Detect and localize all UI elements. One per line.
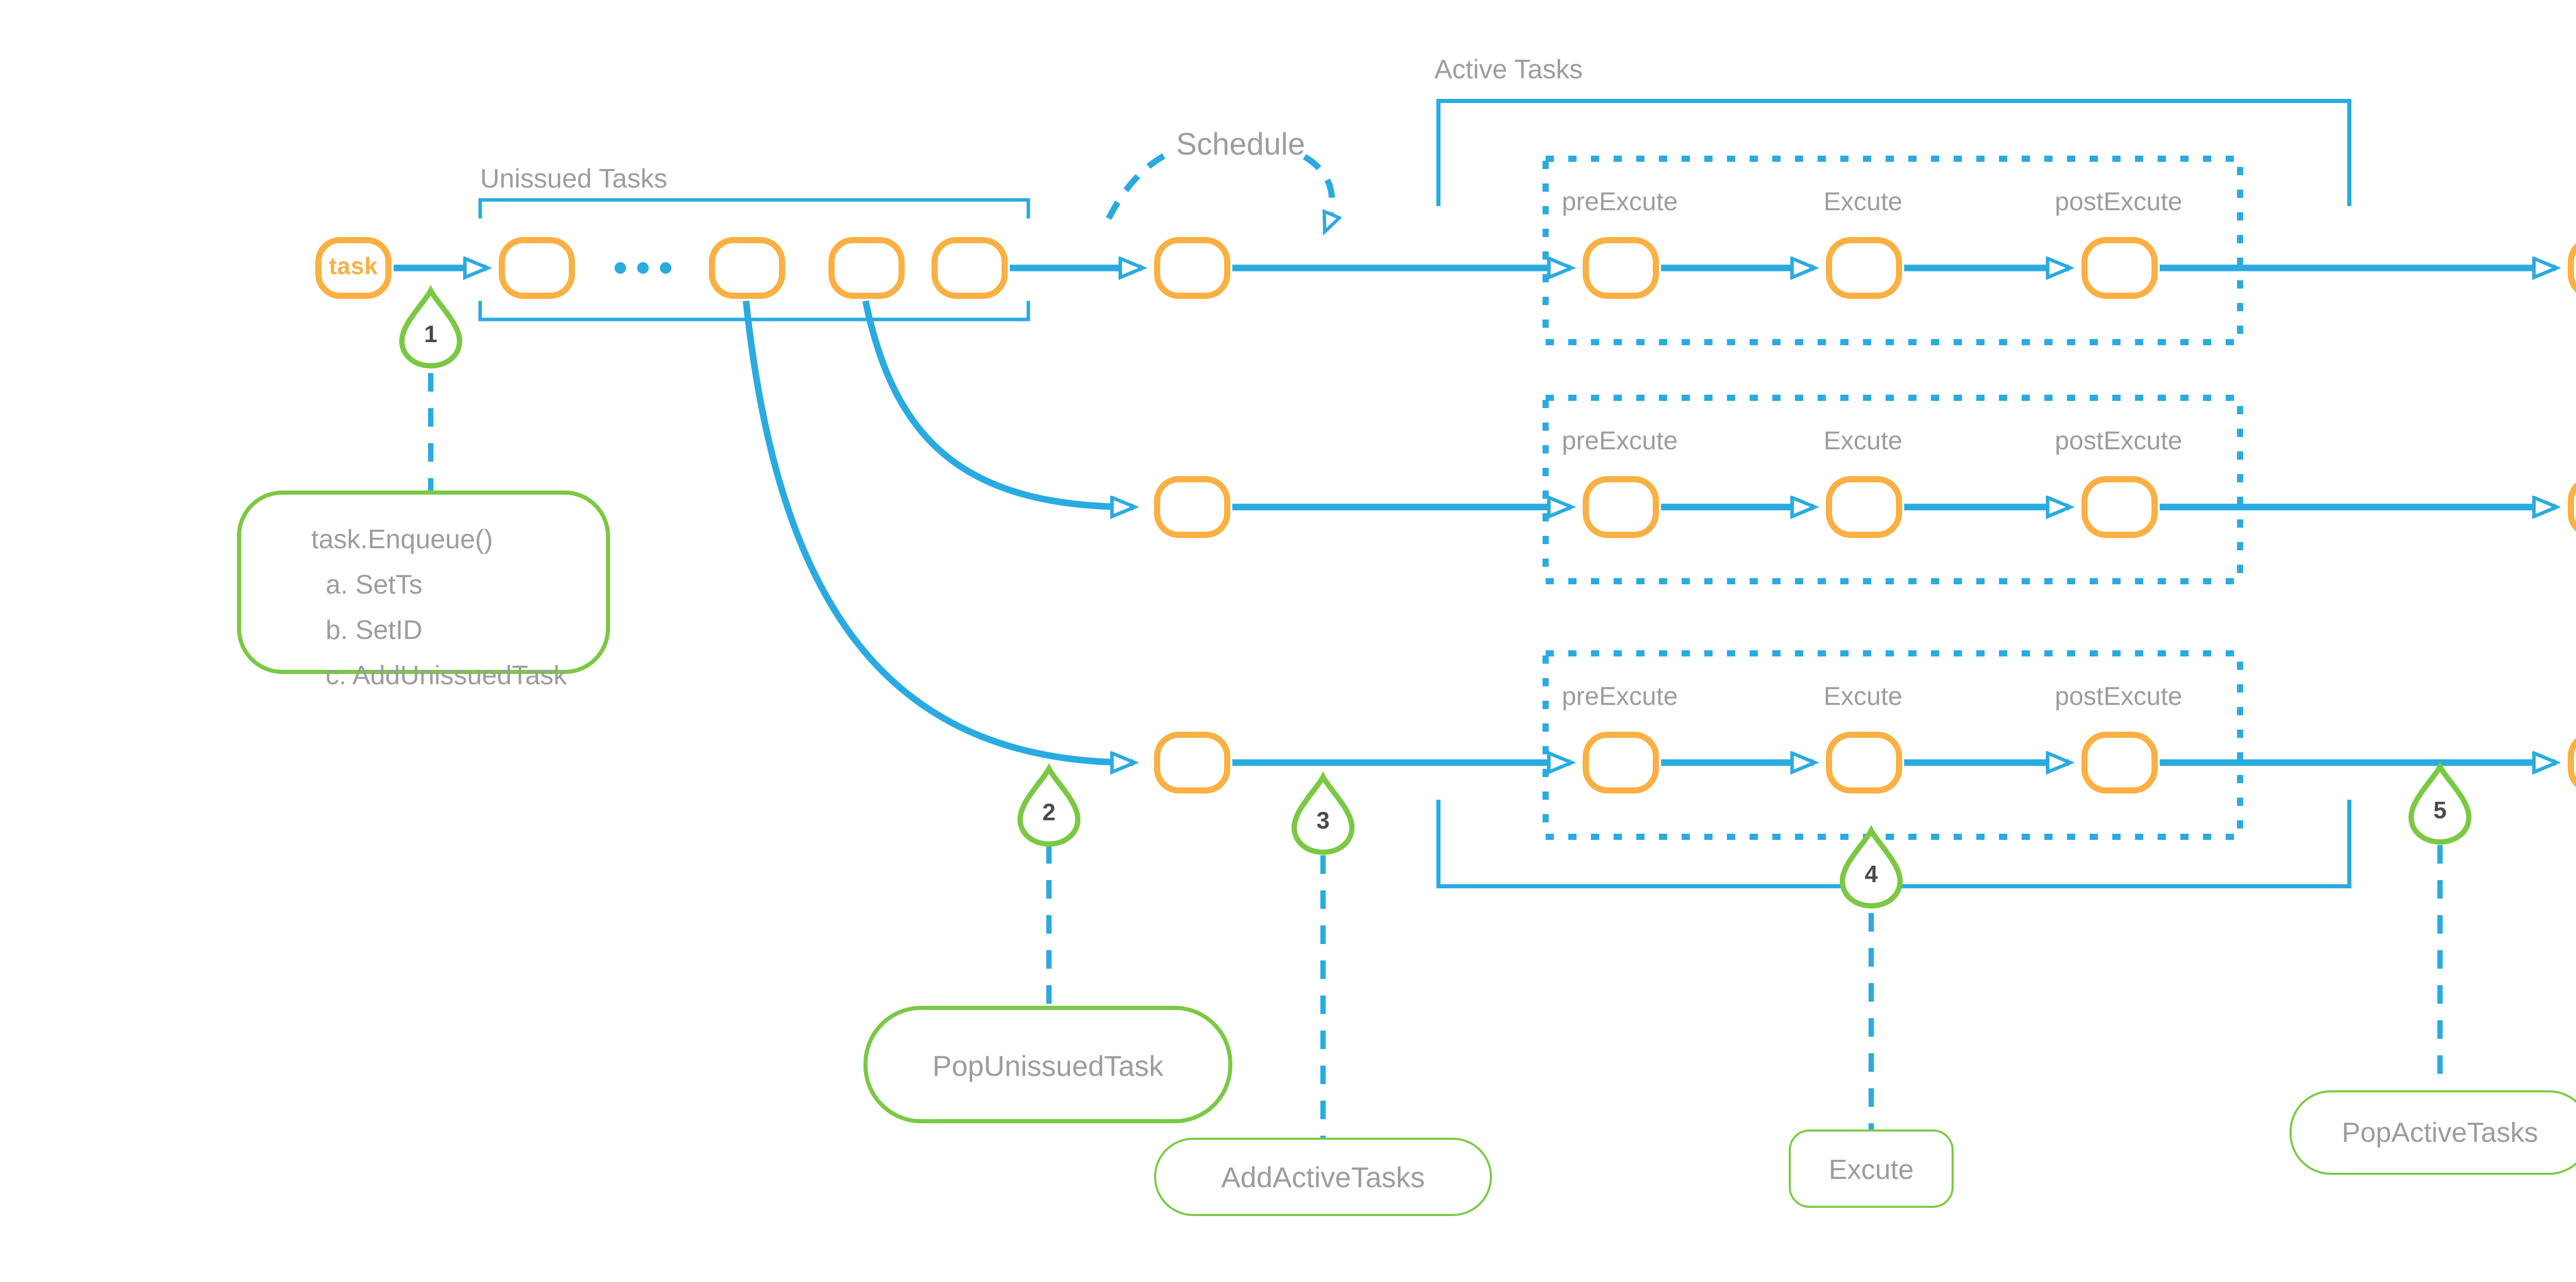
postexcute-node-row1: [2081, 237, 2158, 299]
schedule-arc-right: [1302, 154, 1332, 231]
stage-label-pre-row1: preExcute: [1562, 188, 1678, 216]
marker-1-number: 1: [424, 324, 437, 348]
schedule-dashed-arc: [1106, 151, 1332, 231]
queue-ellipsis-dots: [614, 262, 672, 274]
stage-label-post-row2: postExcute: [2055, 427, 2182, 456]
stage-label-pre-row2: preExcute: [1562, 427, 1678, 456]
stage-label-exec-row1: Excute: [1823, 188, 1903, 216]
enqueue-callout-line-2: a. SetTs: [326, 569, 422, 600]
queue-node-3: [828, 237, 905, 299]
execution-box-row1: [1543, 156, 2243, 345]
task-node: task: [315, 237, 392, 299]
arrow-queue-to-row2: [862, 300, 1133, 507]
schedule-node-row2: [1154, 476, 1230, 538]
preexcute-node-row3: [1583, 732, 1659, 794]
excute-node-row1: [1826, 237, 1902, 299]
enqueue-callout-line-1: task.Enqueue(): [311, 524, 493, 554]
stage-label-exec-row2: Excute: [1823, 427, 1903, 456]
stage-label-post-row1: postExcute: [2055, 188, 2182, 216]
add-active-callout: AddActiveTasks: [1154, 1138, 1492, 1216]
marker-2-number: 2: [1042, 802, 1056, 826]
schedule-node-row1: [1154, 237, 1230, 299]
arrow-queue-to-row3: [742, 300, 1133, 763]
marker-1-pin-icon: [399, 285, 463, 369]
active-tasks-label: Active Tasks: [1434, 54, 1583, 85]
schedule-node-row3: [1154, 732, 1230, 794]
enqueue-callout-line-4: c. AddUnissuedTask: [326, 660, 567, 690]
marker-3-number: 3: [1316, 810, 1330, 835]
marker-5-pin-icon: [2408, 761, 2472, 845]
execution-box-row3: [1543, 650, 2243, 840]
excute-node-row2: [1826, 476, 1902, 538]
pop-active-callout: PopActiveTasks: [2290, 1090, 2576, 1175]
excute-callout: Excute: [1789, 1129, 1954, 1208]
unissued-tasks-bracket-bottom: [478, 301, 1030, 322]
schedule-arc-left: [1106, 151, 1168, 220]
pop-unissued-callout: PopUnissuedTask: [863, 1006, 1232, 1123]
enqueue-callout-line-3: b. SetID: [326, 614, 422, 645]
marker-3-pin-icon: [1291, 771, 1355, 855]
preexcute-node-row2: [1583, 476, 1659, 538]
marker-4-number: 4: [1865, 864, 1878, 888]
stage-label-exec-row3: Excute: [1823, 682, 1903, 711]
preexcute-node-row1: [1583, 237, 1659, 299]
unissued-tasks-bracket-top: [478, 198, 1030, 218]
postexcute-node-row3: [2081, 732, 2158, 794]
flow-arrows: [394, 268, 2555, 763]
postexcute-node-row2: [2081, 476, 2158, 538]
excute-node-row3: [1826, 732, 1902, 794]
marker-2-pin-icon: [1017, 763, 1081, 847]
execution-box-row2: [1543, 395, 2243, 584]
callout-leader-lines: [428, 373, 2443, 1146]
enqueue-callout: task.Enqueue() a. SetTs b. SetID c. AddU…: [237, 491, 610, 690]
unissued-tasks-label: Unissued Tasks: [480, 163, 668, 194]
queue-node-4: [931, 237, 1008, 299]
queue-node-1: [499, 237, 575, 299]
schedule-label: Schedule: [1176, 128, 1306, 163]
stage-label-post-row3: postExcute: [2055, 682, 2182, 711]
stage-label-pre-row3: preExcute: [1562, 682, 1678, 711]
queue-node-2: [709, 237, 785, 299]
marker-4-pin-icon: [1839, 825, 1903, 909]
active-tasks-bracket-top: [1436, 99, 2351, 206]
marker-5-number: 5: [2433, 800, 2447, 824]
number-markers: [399, 285, 2472, 909]
